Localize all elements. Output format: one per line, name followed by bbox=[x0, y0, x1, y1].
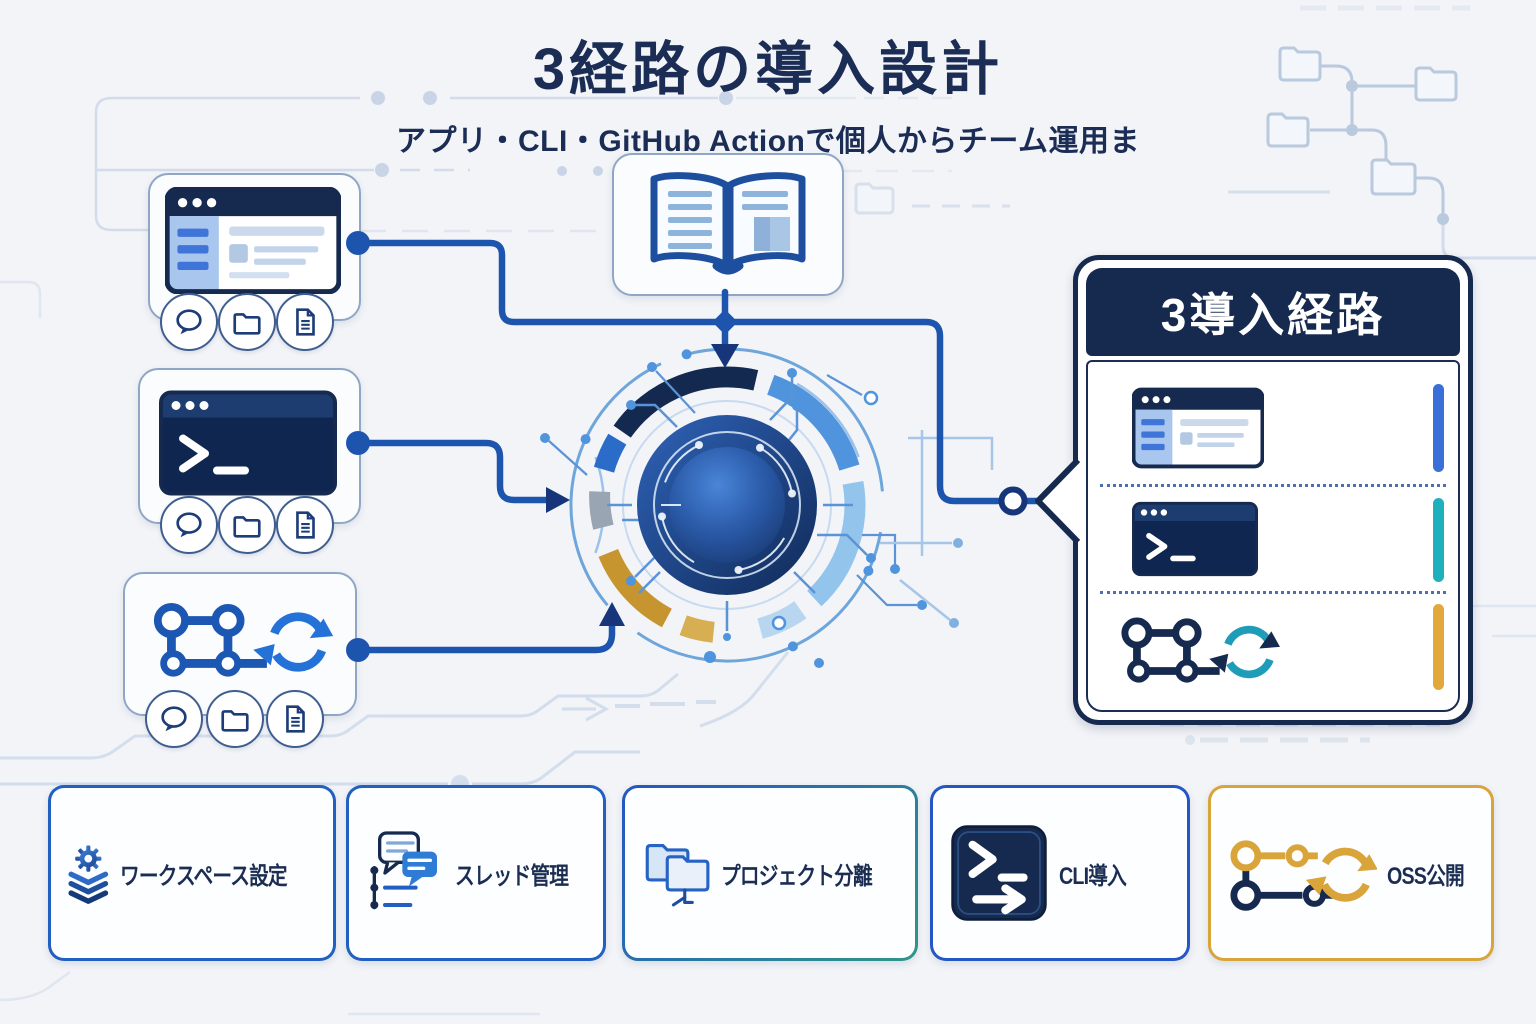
route-bar-oss bbox=[1433, 604, 1444, 690]
route-row-cli bbox=[1088, 494, 1458, 590]
document-icon bbox=[276, 496, 334, 554]
feature-label: プロジェクト分離 bbox=[721, 862, 873, 890]
terminal-icon bbox=[159, 390, 337, 496]
route-bar-cli bbox=[1433, 498, 1444, 582]
speech-bubble-icon bbox=[160, 496, 218, 554]
feature-label: OSS公開 bbox=[1387, 862, 1465, 890]
route-row-app bbox=[1088, 380, 1458, 480]
app-window-icon bbox=[1132, 387, 1264, 469]
chat-threads-icon bbox=[370, 831, 437, 910]
speech-bubble-icon bbox=[160, 293, 218, 351]
panel-tail-notch bbox=[1035, 457, 1081, 545]
feature-card-oss: OSS公開 bbox=[1208, 785, 1494, 961]
document-icon bbox=[266, 690, 324, 748]
feature-label: スレッド管理 bbox=[455, 862, 569, 890]
docs-card bbox=[612, 153, 844, 296]
route-row-github-action bbox=[1088, 602, 1458, 702]
folder-icon bbox=[218, 293, 276, 351]
routes-panel-title: 3導入経路 bbox=[1086, 268, 1460, 356]
git-sync-gold-icon bbox=[1230, 840, 1377, 911]
speech-bubble-icon bbox=[145, 690, 203, 748]
route-bar-app bbox=[1433, 384, 1444, 472]
routes-panel: 3導入経路 bbox=[1073, 255, 1473, 725]
terminal-arrow-icon bbox=[951, 825, 1047, 921]
page-subtitle: アプリ・CLI・GitHub Actionで個人からチーム運用ま bbox=[396, 125, 1140, 158]
open-book-icon bbox=[650, 172, 806, 275]
document-icon bbox=[276, 293, 334, 351]
divider bbox=[1100, 591, 1446, 594]
header: 3経路の導入設計 アプリ・CLI・GitHub Actionで個人からチーム運用… bbox=[0, 22, 1536, 160]
feature-card-threads: スレッド管理 bbox=[346, 785, 606, 961]
workspace-layers-gear-icon bbox=[68, 845, 109, 904]
circuit-core-icon bbox=[540, 347, 927, 668]
feature-card-projects: プロジェクト分離 bbox=[622, 785, 918, 961]
feature-label: CLI導入 bbox=[1059, 862, 1127, 890]
page-title: 3経路の導入設計 bbox=[532, 37, 1004, 102]
terminal-icon bbox=[1132, 501, 1258, 577]
git-workflow-sync-icon bbox=[1121, 617, 1280, 683]
routes-panel-body-border bbox=[1086, 360, 1460, 712]
feature-card-cli: CLI導入 bbox=[930, 785, 1190, 961]
folder-icon bbox=[206, 690, 264, 748]
folder-icon bbox=[218, 496, 276, 554]
divider bbox=[1100, 484, 1446, 487]
git-workflow-sync-icon bbox=[153, 603, 334, 677]
feature-card-workspace: ワークスペース設定 bbox=[48, 785, 336, 961]
project-folders-icon bbox=[645, 843, 710, 907]
app-window-icon bbox=[165, 187, 341, 294]
feature-label: ワークスペース設定 bbox=[119, 862, 288, 890]
